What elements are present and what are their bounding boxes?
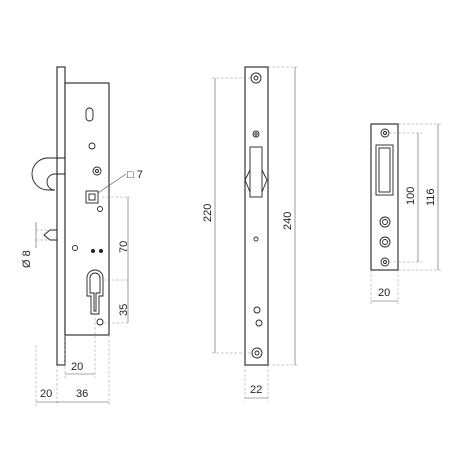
keeper-opening [375, 144, 394, 196]
keeper-hole-2-inner [382, 239, 388, 245]
keeper-plate [370, 123, 399, 271]
keeper-hole-2 [379, 236, 391, 248]
dimension-20-upper: 20 [64, 318, 96, 378]
hook-bolt [31, 157, 65, 191]
case-hole-3 [97, 206, 103, 212]
dim-label-20-upper: 20 [71, 361, 83, 373]
dimension-35: 35 [103, 279, 130, 324]
dimension-20-36-bottom: 20 36 [35, 335, 110, 406]
top-slot [85, 107, 94, 122]
dim-label-keeper-20: 20 [378, 287, 390, 299]
case-screw-2-inner [95, 169, 99, 173]
dim-label-70: 70 [118, 241, 130, 253]
keeper-hole-1 [379, 216, 391, 228]
dim-label-220: 220 [202, 204, 214, 222]
dim-label-20-bottom: 20 [40, 388, 52, 400]
case-dot-2 [99, 249, 103, 253]
lock-body [31, 66, 110, 366]
dim-label-36: 36 [76, 388, 88, 400]
strike-screw-top-inner [253, 75, 259, 81]
strike-plate [244, 66, 269, 366]
lock-faceplate [56, 66, 66, 366]
dimension-100: 100 [389, 132, 422, 263]
dimension-116: 116 [398, 123, 442, 271]
dimension-diameter-8: Ø 8 [21, 222, 50, 268]
square-follower-inner [88, 193, 96, 201]
keeper-hole-1-inner [382, 219, 388, 225]
strike-plate-outline [244, 66, 269, 366]
dim-label-240: 240 [282, 212, 294, 230]
cylinder-cutout [86, 269, 104, 315]
keeper-opening-inner [378, 147, 391, 193]
dimension-keeper-20: 20 [370, 270, 399, 305]
dimension-square-7: □ 7 [97, 169, 143, 194]
strike-screw-top [250, 72, 262, 84]
cylinder-cutout-inner [89, 272, 101, 312]
strike-hole-upper-inner [254, 132, 258, 136]
dim-label-diameter-8: Ø 8 [21, 250, 33, 268]
strike-lip-left [244, 169, 251, 193]
case-hole-4 [72, 245, 78, 251]
dim-label-22: 22 [250, 384, 262, 396]
dim-label-100: 100 [405, 187, 417, 205]
case-screw-1 [88, 142, 96, 150]
strike-opening [249, 146, 263, 198]
dim-label-116: 116 [425, 188, 437, 206]
case-dot-1 [91, 249, 95, 253]
square-follower [85, 190, 99, 204]
latch-bolt [43, 229, 57, 241]
strike-center-hole [253, 236, 259, 242]
case-screw-5 [96, 318, 104, 326]
strike-screw-bottom [251, 347, 263, 359]
keeper-screw-top-inner [383, 131, 387, 135]
keeper-screw-bottom-inner [383, 260, 387, 264]
dimension-220: 220 [202, 77, 252, 354]
strike-hole-lower-2 [255, 319, 263, 327]
strike-hole-upper [252, 130, 260, 138]
dim-label-square-7: □ 7 [127, 169, 143, 181]
case-screw-2 [92, 166, 102, 176]
dimension-240: 240 [268, 66, 298, 366]
dimension-22: 22 [244, 365, 269, 402]
dimension-70: 70 [102, 196, 130, 280]
dim-label-35: 35 [118, 304, 130, 316]
keeper-plate-outline [370, 123, 399, 271]
strike-lip-right [261, 169, 268, 193]
strike-hole-lower-1 [253, 306, 261, 314]
strike-screw-bottom-inner [254, 350, 260, 356]
